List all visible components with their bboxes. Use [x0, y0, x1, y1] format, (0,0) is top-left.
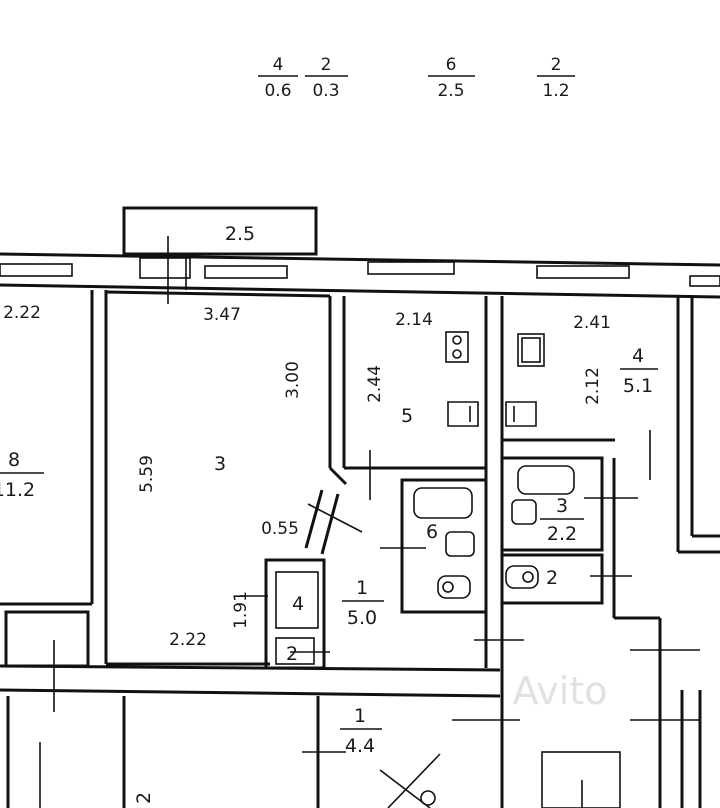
bathtub-icon-right — [511, 465, 575, 525]
svg-text:1: 1 — [356, 577, 368, 599]
dim-room3-top: 3.47 — [203, 305, 241, 325]
sink-icon-right — [505, 401, 537, 427]
header-fraction-3: 6 2.5 — [428, 55, 475, 101]
svg-text:4.4: 4.4 — [345, 735, 375, 757]
svg-text:1: 1 — [354, 705, 366, 727]
svg-text:2.5: 2.5 — [437, 81, 464, 101]
room-3-label: 3 — [214, 453, 226, 475]
svg-text:2.2: 2.2 — [547, 523, 577, 545]
svg-text:11.2: 11.2 — [0, 479, 35, 501]
svg-text:5.0: 5.0 — [347, 607, 377, 629]
header-fraction-4: 2 1.2 — [537, 55, 575, 101]
washbasin-icon — [445, 531, 475, 557]
header-fraction-2: 2 0.3 — [305, 55, 348, 101]
room-2-right-label: 2 — [546, 567, 558, 589]
dim-room3-notch: 0.55 — [261, 519, 299, 539]
toilet-icon-bottom — [420, 790, 436, 806]
svg-text:0.3: 0.3 — [312, 81, 339, 101]
toilet-icon — [437, 575, 471, 599]
svg-text:2: 2 — [321, 55, 332, 75]
dim-room5-side: 2.44 — [365, 365, 385, 403]
sink-icon — [447, 401, 479, 427]
room-2-bottom-label: 2 — [133, 792, 155, 804]
balcony: 2.5 — [122, 206, 318, 256]
svg-text:4: 4 — [632, 345, 644, 367]
dim-room3-left: 5.59 — [137, 455, 157, 493]
left-room-label: 8 11.2 — [0, 449, 44, 501]
svg-text:3: 3 — [556, 495, 568, 517]
svg-text:2: 2 — [551, 55, 562, 75]
svg-text:4: 4 — [273, 55, 284, 75]
tick-marks — [39, 236, 700, 808]
room-6-label: 6 — [426, 521, 438, 543]
dim-room3-right: 3.00 — [283, 361, 303, 399]
dim-room5-top: 2.14 — [395, 310, 433, 330]
right-room-label: 4 5.1 — [620, 345, 658, 397]
lower-hall-label: 1 4.4 — [340, 705, 382, 757]
bath-right-label: 3 2.2 — [540, 495, 584, 545]
svg-text:8: 8 — [8, 449, 20, 471]
svg-text:6: 6 — [446, 55, 457, 75]
dim-room4-height: 1.91 — [231, 591, 251, 629]
dim-right-top: 2.41 — [573, 313, 611, 333]
walls — [0, 252, 720, 808]
room-5-label: 5 — [401, 405, 413, 427]
svg-text:1.2: 1.2 — [542, 81, 569, 101]
svg-text:0.6: 0.6 — [264, 81, 291, 101]
dim-room3-bottom: 2.22 — [169, 630, 207, 650]
stove-icon-right — [517, 333, 545, 367]
dim-left-room-top: 2.22 — [3, 303, 41, 323]
header-fraction-1: 4 0.6 — [258, 55, 298, 101]
svg-text:5.1: 5.1 — [623, 375, 653, 397]
room-4-label: 4 — [292, 593, 304, 615]
dim-right-side: 2.12 — [583, 367, 603, 405]
toilet-icon-right — [505, 565, 539, 589]
room-2-small-label: 2 — [286, 643, 298, 665]
svg-text:2.5: 2.5 — [225, 223, 255, 245]
watermark: Avito — [513, 669, 608, 713]
bathtub-icon — [413, 487, 473, 519]
stove-icon — [445, 331, 469, 363]
hall-label: 1 5.0 — [342, 577, 384, 629]
